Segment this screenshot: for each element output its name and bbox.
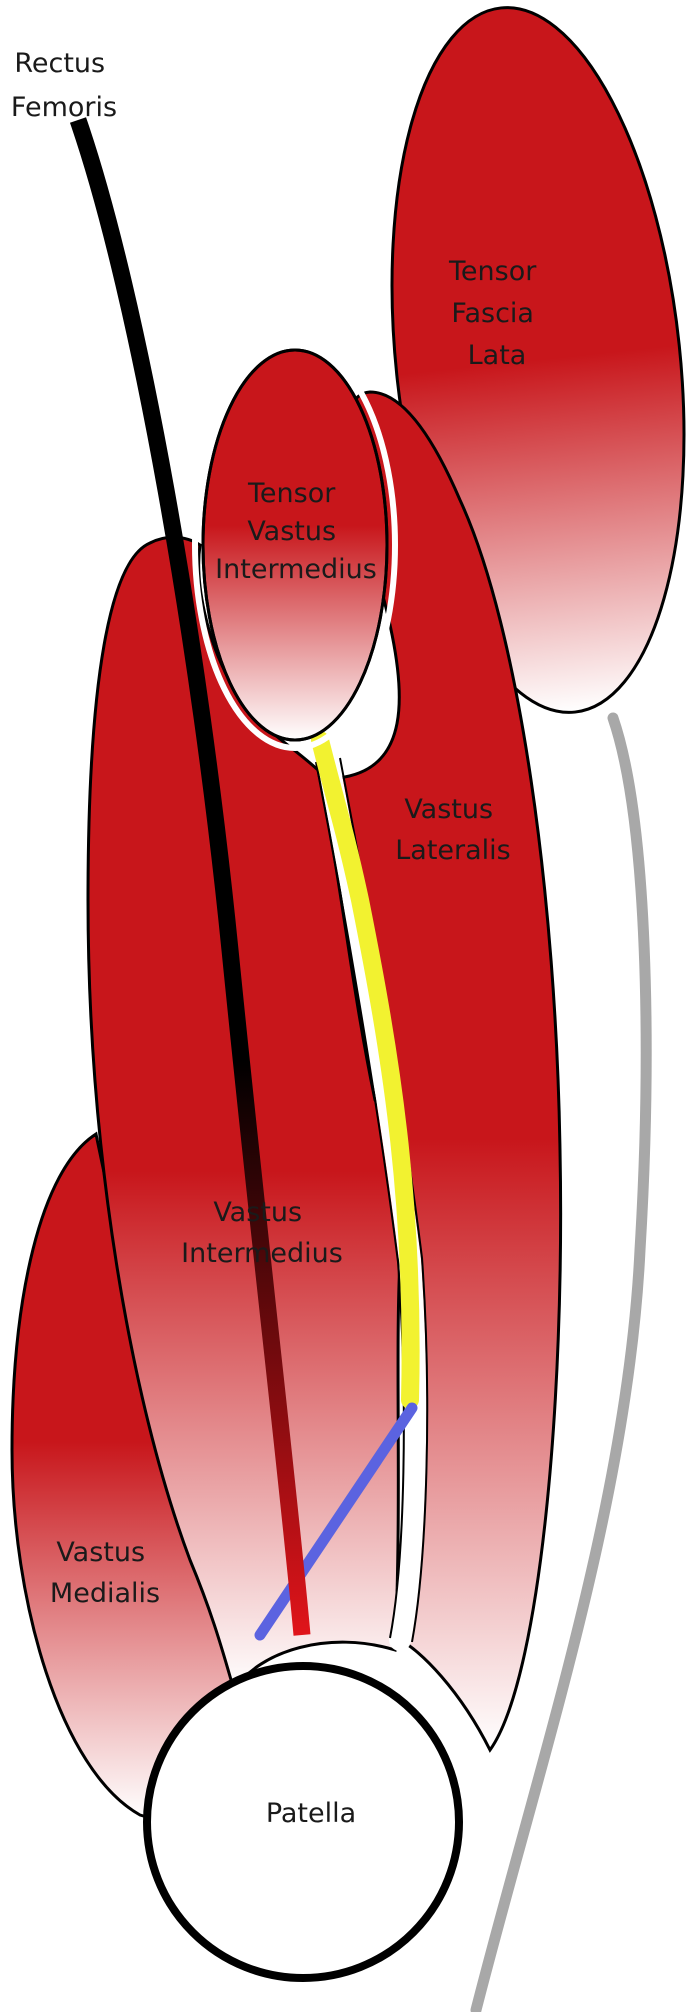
rectus-femoris-label: Rectus Femoris — [11, 48, 117, 123]
patella-label: Patella — [266, 1798, 356, 1829]
